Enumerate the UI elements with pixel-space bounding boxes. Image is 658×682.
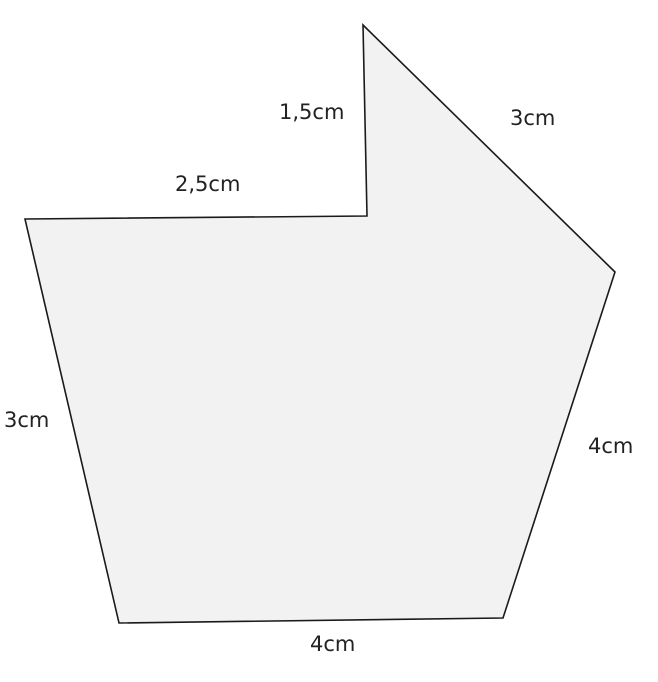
- label-bottom-edge: 4cm: [310, 632, 355, 656]
- label-right-edge: 4cm: [588, 434, 633, 458]
- label-left-edge: 3cm: [4, 408, 49, 432]
- label-top-left-edge: 2,5cm: [175, 172, 240, 196]
- polygon-shape: [23, 23, 616, 624]
- label-top-right-edge: 3cm: [510, 106, 555, 130]
- label-notch-edge: 1,5cm: [279, 100, 344, 124]
